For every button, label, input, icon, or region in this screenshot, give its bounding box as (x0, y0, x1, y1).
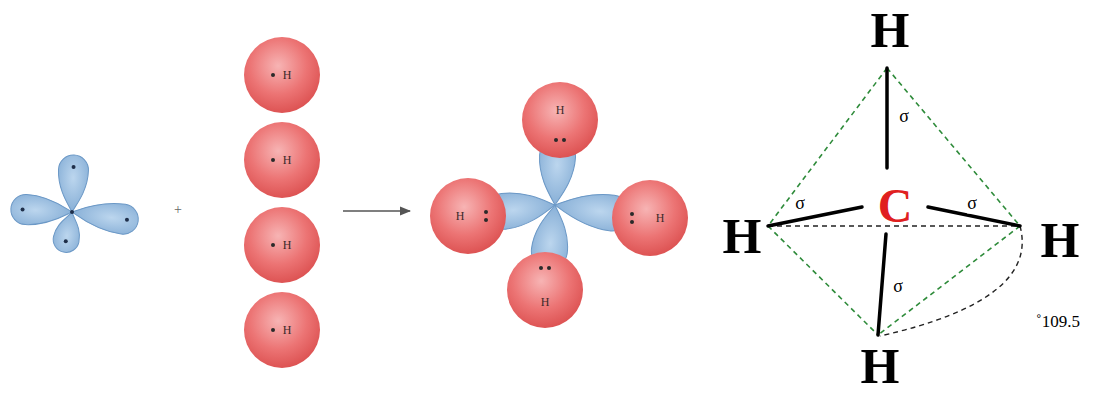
atom-symbol: H (656, 211, 665, 226)
bond-label: σ (795, 193, 805, 214)
electron-dot (70, 210, 74, 214)
sp3-orbitals (10, 155, 140, 255)
atom-symbol: H (871, 1, 910, 59)
orbital-lobe (51, 209, 85, 255)
hydrogen-sphere: H (612, 180, 688, 256)
electron-dot (21, 207, 25, 211)
atom-symbol: C (878, 178, 913, 233)
hydrogen-sphere: H (522, 82, 598, 158)
atom-symbol: H (1041, 211, 1080, 269)
atom-symbol: H (861, 337, 900, 395)
plus-sign: + (174, 202, 182, 218)
electron-dot (271, 243, 275, 247)
electron-dot (484, 210, 488, 214)
reaction-arrow (343, 210, 410, 212)
bond-label: σ (899, 106, 909, 127)
hydrogen-sphere: H (244, 292, 320, 368)
atom-symbol: H (283, 238, 292, 253)
electron-dot (484, 218, 488, 222)
bond-label: σ (967, 193, 977, 214)
electron-dot (630, 220, 634, 224)
electron-dot (562, 138, 566, 142)
electron-dot (271, 73, 275, 77)
atom-symbol: H (283, 153, 292, 168)
hydrogen-sphere: H (507, 252, 583, 328)
atom-symbol: H (456, 209, 465, 224)
atom-symbol: H (723, 207, 762, 265)
electron-dot (64, 239, 68, 243)
electron-dot (547, 266, 551, 270)
hydrogen-sphere: H (430, 178, 506, 254)
tetrahedron (768, 68, 1022, 336)
atom-symbol: H (556, 103, 565, 118)
electron-dot (271, 328, 275, 332)
electron-dot (72, 165, 76, 169)
orbital-lobe (70, 197, 140, 236)
bond-label: σ (893, 276, 903, 297)
hydrogen-sphere: H (244, 122, 320, 198)
atom-symbol: H (541, 295, 550, 310)
atom-symbol: H (283, 68, 292, 83)
electron-dot (271, 158, 275, 162)
hydrogen-sphere: H (244, 37, 320, 113)
atom-symbol: H (283, 323, 292, 338)
electron-dot (630, 212, 634, 216)
electron-dot (554, 138, 558, 142)
electron-dot (125, 218, 129, 222)
electron-dot (539, 266, 543, 270)
hydrogen-sphere: H (244, 207, 320, 283)
orbital-lobe (57, 155, 89, 213)
angle-label: ˚109.5 (1036, 312, 1080, 332)
